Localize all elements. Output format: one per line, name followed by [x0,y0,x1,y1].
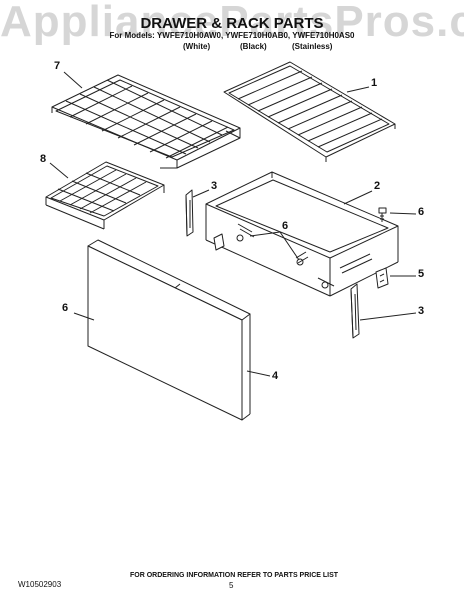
variant-white: (White) [183,42,211,51]
drawer-body-part2 [205,171,399,297]
callout-7: 7 [54,60,61,72]
variant-black: (Black) [240,42,267,51]
page-number: 5 [229,581,234,590]
broiler-rack-part7 [51,74,241,169]
callout-5: 5 [418,268,425,280]
screw-part6-right [378,207,387,222]
callout-4: 4 [272,370,279,382]
model-list: For Models: YWFE710H0AW0, YWFE710H0AB0, … [109,31,355,40]
callout-6-left: 6 [62,302,69,314]
callout-2: 2 [374,180,381,192]
watermark: AppliancePartsPros.com [0,0,464,46]
callout-8: 8 [40,153,47,165]
ordering-note: FOR ORDERING INFORMATION REFER TO PARTS … [130,572,339,579]
drawer-front-panel-part4 [87,239,251,421]
callout-3-left: 3 [211,180,218,192]
callout-3-right: 3 [418,305,425,317]
document-part-number: W10502903 [18,580,62,589]
callout-6-middle: 6 [282,220,289,232]
callout-1: 1 [371,77,378,89]
variant-stainless: (Stainless) [292,42,333,51]
callout-6-right: 6 [418,206,425,218]
half-rack-part8 [45,161,165,230]
page-title: DRAWER & RACK PARTS [140,15,324,32]
oven-rack-part1 [223,61,396,162]
clip-part5 [375,267,389,289]
slide-bracket-part3-left [185,189,194,237]
leader-lines [49,71,417,377]
slide-bracket-part3-right [350,283,360,339]
